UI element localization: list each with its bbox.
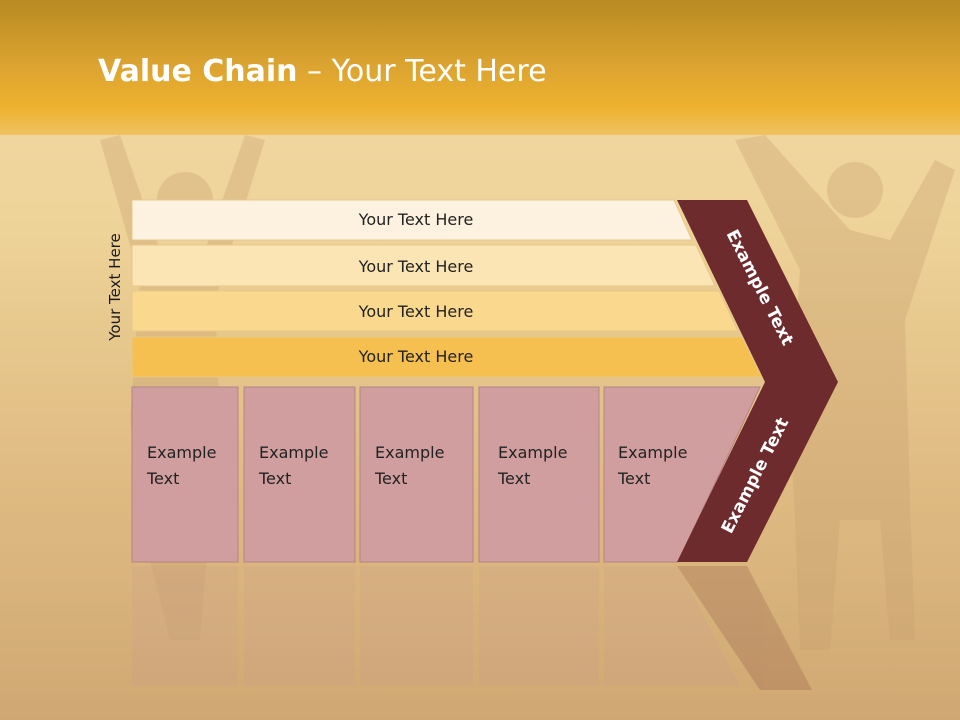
primary-box: Example Text	[131, 386, 239, 563]
primary-box-3-line1: Example	[375, 443, 444, 462]
primary-box-3-line2: Text	[374, 469, 407, 488]
title-bold: Value Chain	[98, 54, 298, 89]
primary-box: Example Text	[603, 386, 761, 563]
support-row-4-label: Your Text Here	[358, 347, 474, 366]
support-row: Your Text Here	[131, 336, 763, 378]
support-row-4-shape	[131, 336, 763, 378]
page-title: Value Chain – Your Text Here	[98, 54, 547, 89]
primary-box-1-line2: Text	[146, 469, 179, 488]
primary-box-1-shape	[131, 386, 239, 563]
support-row-2-shape	[131, 244, 716, 287]
diagram-reflection	[132, 566, 812, 690]
support-row-3-label: Your Text Here	[358, 302, 474, 321]
support-row: Your Text Here	[131, 244, 716, 287]
primary-box-5-line2: Text	[617, 469, 650, 488]
support-row-3-shape	[131, 290, 739, 332]
title-rest: – Your Text Here	[297, 54, 547, 89]
primary-box-3-shape	[359, 386, 474, 563]
primary-box-2-shape	[243, 386, 356, 563]
primary-box-2-line2: Text	[258, 469, 291, 488]
support-row-1-label: Your Text Here	[358, 210, 474, 229]
support-row: Your Text Here	[131, 199, 693, 241]
primary-box-1-line1: Example	[147, 443, 216, 462]
primary-box: Example Text	[478, 386, 600, 563]
primary-box-2-line1: Example	[259, 443, 328, 462]
support-row: Your Text Here	[131, 290, 739, 332]
primary-box-4-line2: Text	[497, 469, 530, 488]
primary-box-4-line1: Example	[498, 443, 567, 462]
primary-box-5-line1: Example	[618, 443, 687, 462]
support-row-2-label: Your Text Here	[358, 257, 474, 276]
header-bar	[0, 0, 960, 135]
primary-box: Example Text	[243, 386, 356, 563]
support-row-1-shape	[131, 199, 693, 241]
margin-chevron	[677, 200, 838, 562]
primary-box-4-shape	[478, 386, 600, 563]
primary-box: Example Text	[359, 386, 474, 563]
